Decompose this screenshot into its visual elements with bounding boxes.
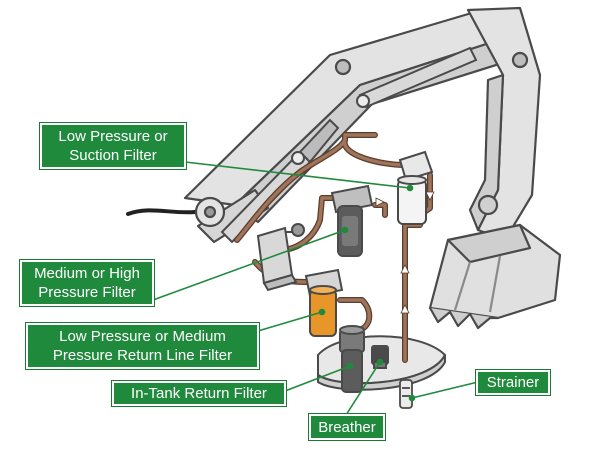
label-return-line-filter: Low Pressure or Medium Pressure Return L… bbox=[25, 322, 260, 370]
label-in-tank-filter: In-Tank Return Filter bbox=[111, 380, 287, 407]
in-tank-filter bbox=[339, 325, 365, 393]
label-breather-text: Breather bbox=[318, 418, 376, 436]
label-return-line2: Pressure Return Line Filter bbox=[52, 347, 233, 364]
label-suction-filter: Low Pressure or Suction Filter bbox=[39, 122, 187, 170]
strainer-element bbox=[399, 379, 413, 409]
label-suction-line1: Low Pressure or bbox=[58, 128, 168, 145]
flow-arrows bbox=[375, 191, 435, 314]
label-pressure-line1: Medium or High bbox=[34, 265, 140, 282]
return-line-filter bbox=[304, 268, 344, 337]
label-strainer-text: Strainer bbox=[486, 374, 540, 391]
label-suction-line2: Suction Filter bbox=[69, 147, 157, 164]
label-pressure-filter: Medium or High Pressure Filter bbox=[19, 259, 155, 307]
label-breather: Breather bbox=[308, 413, 386, 441]
suction-filter bbox=[397, 150, 434, 225]
label-return-line1: Low Pressure or Medium bbox=[59, 328, 226, 345]
pressure-filter bbox=[330, 184, 374, 257]
loose-hose bbox=[126, 208, 197, 216]
excavator-stick bbox=[466, 6, 542, 242]
label-in-tank-text: In-Tank Return Filter bbox=[131, 385, 267, 402]
label-pressure-line2: Pressure Filter bbox=[38, 284, 136, 301]
label-strainer: Strainer bbox=[475, 369, 551, 396]
excavator-bucket bbox=[428, 223, 562, 330]
stick-cylinder bbox=[356, 46, 478, 109]
leader-lines bbox=[152, 161, 479, 416]
